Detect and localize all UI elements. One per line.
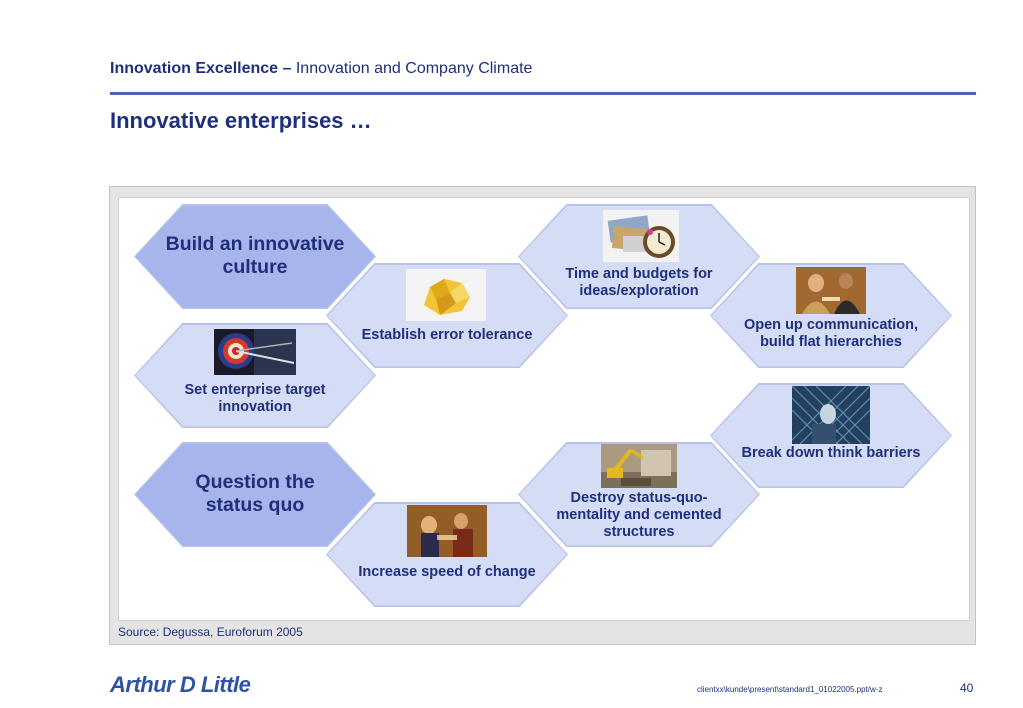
fence-barrier-image [792, 386, 870, 444]
money-clock-image [603, 210, 679, 262]
hex-open-communication: Open up communication, build flat hierar… [710, 263, 952, 368]
header-rest: Innovation and Company Climate [291, 60, 533, 77]
source-note: Source: Degussa, Euroforum 2005 [118, 625, 303, 639]
hex-target-innovation: Set enterprise target innovation [134, 323, 376, 428]
motion-people-image [407, 505, 487, 557]
hex-label: Open up communication, build flat hierar… [743, 317, 918, 350]
hex-label: Increase speed of change [358, 564, 536, 580]
hex-time-budgets: Time and budgets for ideas/exploration [518, 204, 760, 309]
hex-label: Question the status quo [195, 471, 315, 516]
hex-build-culture: Build an innovative culture [134, 204, 376, 309]
file-path: clientxx\kunde\present\standard1_0102200… [697, 685, 883, 694]
meeting-people-image [796, 267, 866, 314]
hex-label: Establish error tolerance [361, 327, 533, 343]
hex-error-tolerance: Establish error tolerance [326, 263, 568, 368]
slide-header: Innovation Excellence – Innovation and C… [110, 60, 532, 78]
page-title: Innovative enterprises … [110, 108, 372, 133]
hex-label: Build an innovative culture [165, 233, 345, 278]
hex-destroy-status-quo: Destroy status-quo-mentality and cemente… [518, 442, 760, 547]
hex-label: Destroy status-quo-mentality and cemente… [556, 490, 722, 540]
hex-question-status-quo: Question the status quo [134, 442, 376, 547]
header-rule [110, 92, 976, 95]
hex-label: Set enterprise target innovation [184, 382, 326, 415]
hex-label: Break down think barriers [741, 445, 921, 461]
crumpled-paper-image [406, 269, 486, 321]
hex-label: Time and budgets for ideas/exploration [565, 266, 713, 299]
target-darts-image [214, 329, 296, 375]
demolition-excavator-image [601, 444, 677, 488]
page-number: 40 [960, 681, 974, 695]
hex-increase-speed: Increase speed of change [326, 502, 568, 607]
hex-break-barriers: Break down think barriers [710, 383, 952, 488]
company-logo: Arthur D Little [110, 672, 251, 697]
header-bold: Innovation Excellence – [110, 60, 292, 77]
